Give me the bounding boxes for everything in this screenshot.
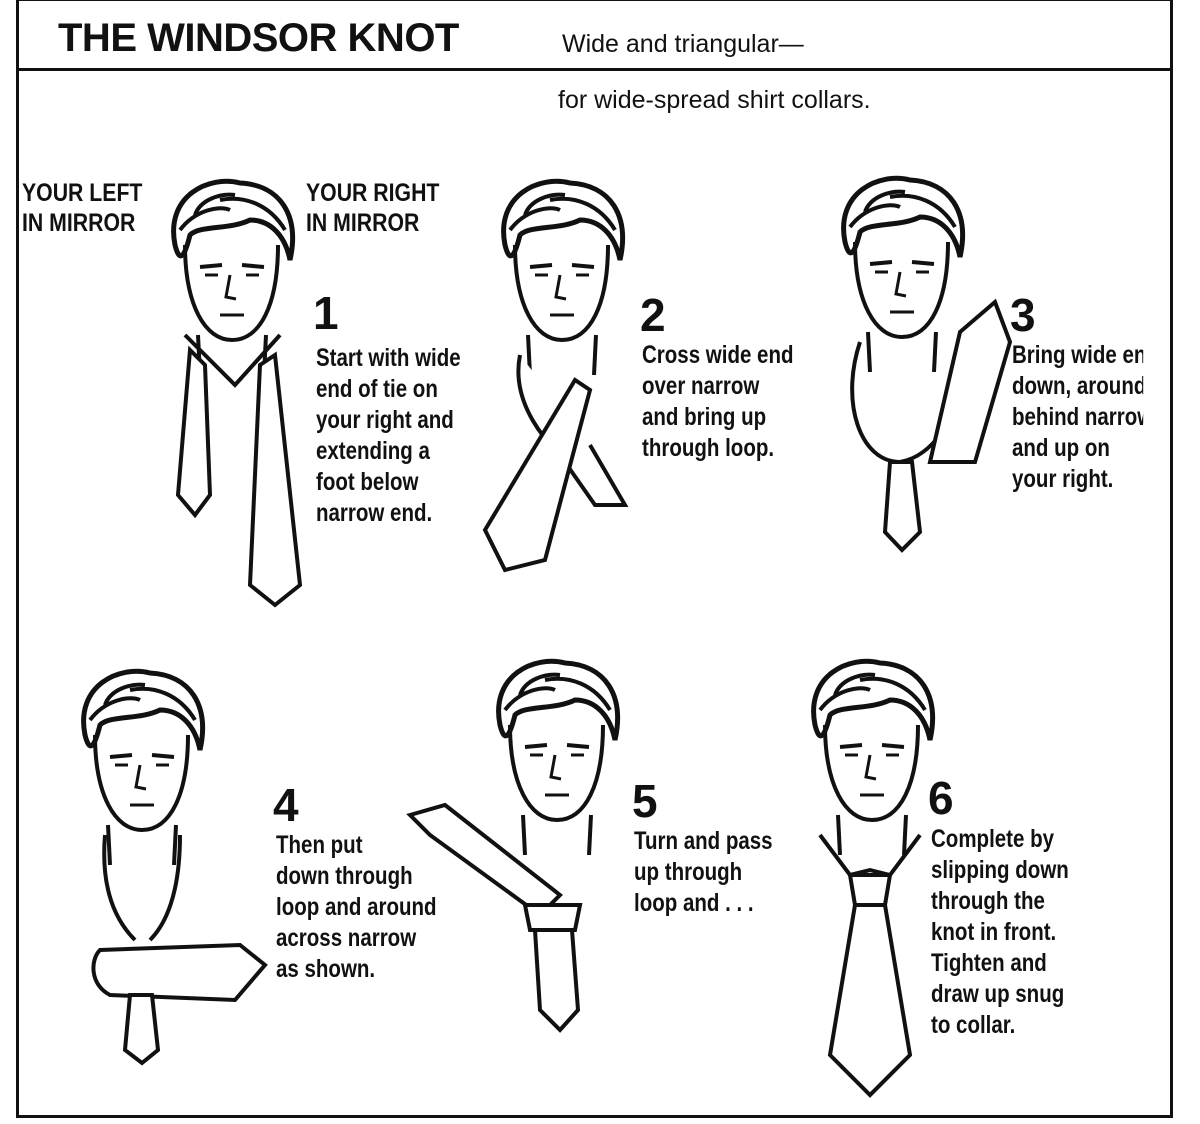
label-line: YOUR RIGHT [306,179,440,207]
step-number: 3 [1010,289,1036,341]
step-line: foot below [316,468,419,496]
step-text: Bring wide end down, around behind narro… [1012,340,1143,495]
step-line: through the [931,887,1045,915]
step-line: Start with wide [316,344,461,372]
page-title: THE WINDSOR KNOT [58,16,459,60]
step-6-illustration [790,655,960,1098]
step-line: draw up snug [931,980,1065,1008]
step-line: to collar. [931,1011,1016,1039]
step-line: down, around [1012,372,1144,400]
step-number: 5 [632,775,658,827]
label-your-left: YOUR LEFT IN MIRROR [22,178,142,238]
subtitle-line-1: Wide and triangular— [562,30,804,58]
diagram-frame [16,0,1173,1118]
step-line: over narrow [642,372,760,400]
step-line: Cross wide end [642,341,794,369]
step-line: knot in front. [931,918,1057,946]
step-line: Tighten and [931,949,1047,977]
step-4-illustration [60,665,268,1066]
subtitle-line-2: for wide-spread shirt collars. [558,86,871,114]
step-line: through loop. [642,434,775,462]
step-line: slipping down [931,856,1069,884]
title-rule [16,68,1173,71]
step-5-illustration [406,655,610,1033]
step-text: Then put down through loop and around ac… [276,830,437,985]
step-line: behind narrow [1012,403,1144,431]
step-line: narrow end. [316,499,433,527]
step-number: 2 [640,289,666,341]
step-3-illustration [820,172,1013,553]
step-1-illustration [150,175,303,608]
step-line: down through [276,862,413,890]
step-line: and bring up [642,403,767,431]
step-number: 6 [928,772,954,824]
step-text: Complete by slipping down through the kn… [931,824,1069,1041]
step-line: up through [634,858,743,886]
step-line: and up on [1012,434,1110,462]
step-line: loop and . . . [634,889,754,917]
step-line: extending a [316,437,430,465]
step-text: Start with wide end of tie on your right… [316,343,461,529]
step-line: your right. [1012,465,1114,493]
step-text: Cross wide end over narrow and bring up … [642,340,794,464]
step-line: end of tie on [316,375,438,403]
label-line: IN MIRROR [306,209,420,237]
label-line: YOUR LEFT [22,179,143,207]
step-line: Bring wide end [1012,341,1143,369]
step-line: across narrow [276,924,417,952]
step-2-illustration [482,175,629,573]
step-line: Then put [276,831,363,859]
step-line: as shown. [276,955,376,983]
step-text: Turn and pass up through loop and . . . [634,826,773,919]
step-line: Complete by [931,825,1055,853]
label-line: IN MIRROR [22,209,136,237]
step-line: your right and [316,406,454,434]
step-line: loop and around [276,893,437,921]
step-line: Turn and pass [634,827,773,855]
step-number: 4 [273,779,299,831]
step-number: 1 [313,287,339,339]
label-your-right: YOUR RIGHT IN MIRROR [306,178,439,238]
